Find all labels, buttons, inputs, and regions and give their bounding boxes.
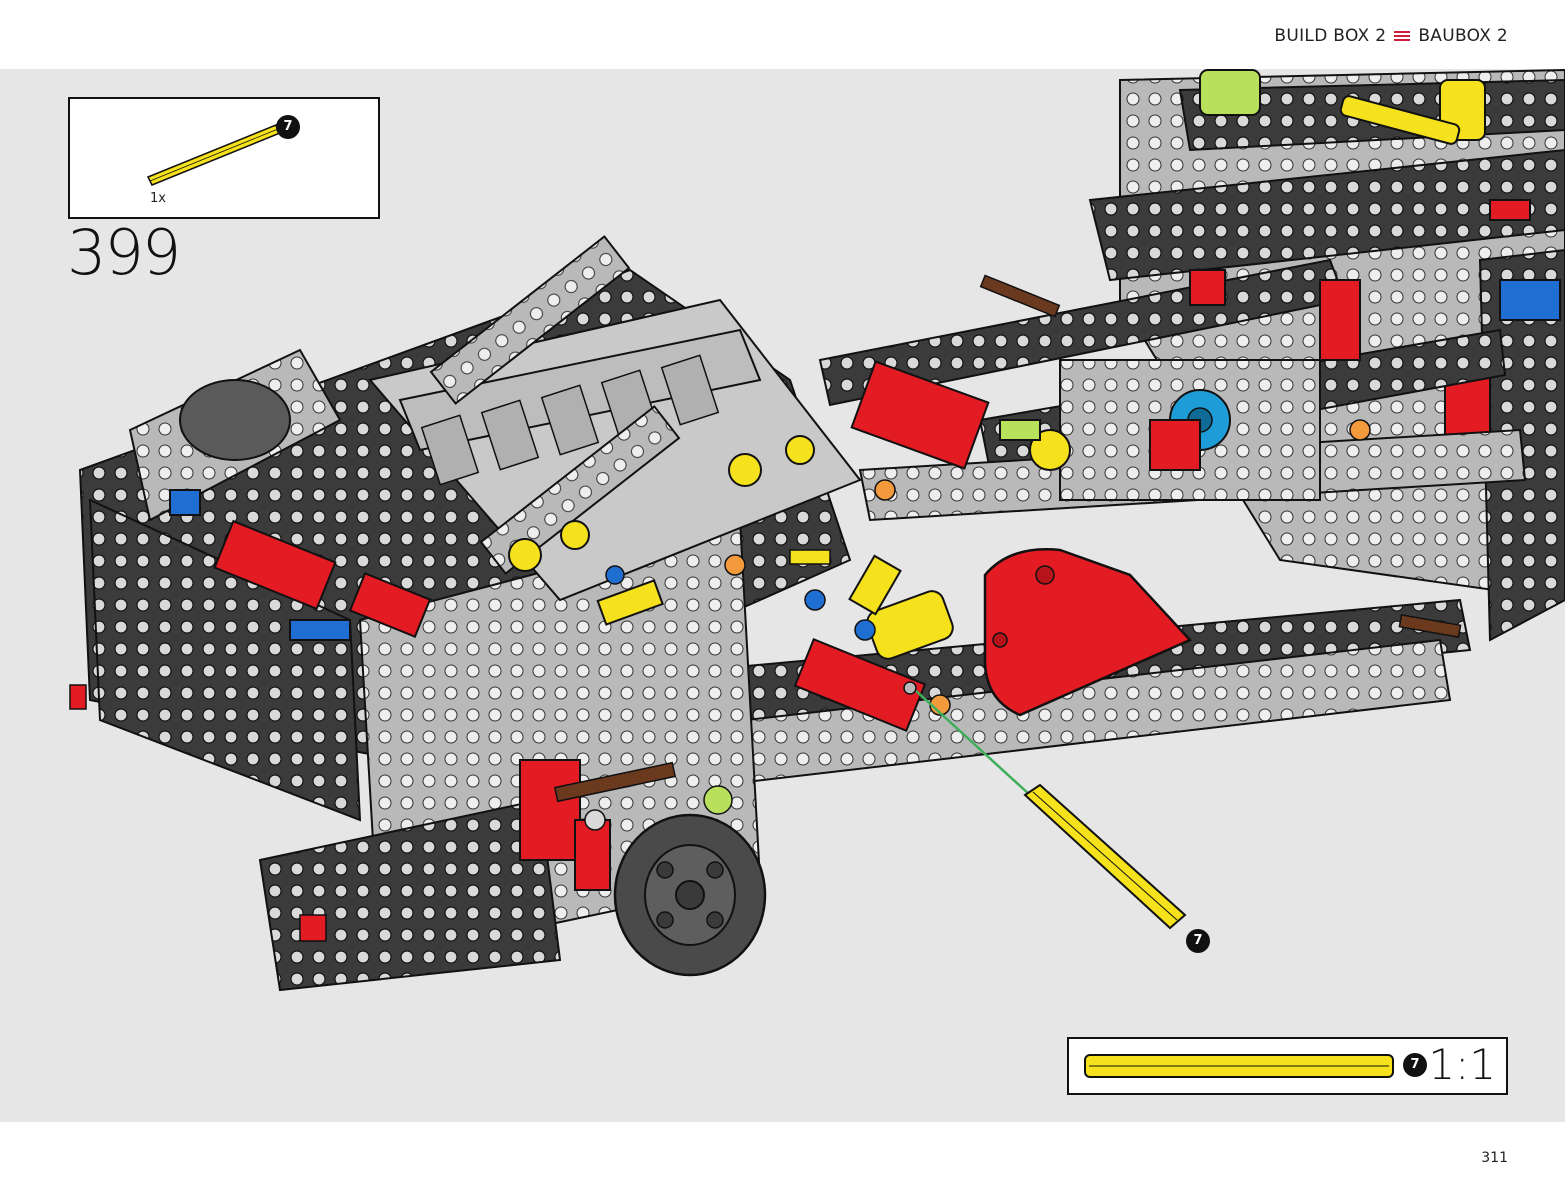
step-number: 399 [67, 216, 181, 289]
axle-part-icon [146, 124, 282, 186]
part-id-badge: 7 [276, 115, 300, 139]
page-footer: 311 [0, 1122, 1565, 1191]
axle-scale-icon [1084, 1054, 1394, 1078]
triple-line-icon [1394, 30, 1411, 42]
new-axle-part [1023, 783, 1187, 930]
steering-linkage [596, 479, 954, 732]
guide-line [914, 689, 1031, 796]
build-box-label: BUILD BOX 2 BAUBOX 2 [1274, 26, 1508, 46]
page-number: 311 [1481, 1150, 1508, 1166]
part-quantity: 1x [150, 191, 166, 206]
instruction-stage [0, 69, 1565, 1122]
build-box-de: BAUBOX 2 [1418, 26, 1508, 46]
wheel-hub [519, 759, 767, 977]
step-part-badge: 7 [1186, 929, 1210, 953]
scale-reference: 7 1:1 [1067, 1037, 1508, 1095]
build-box-en: BUILD BOX 2 [1274, 26, 1387, 46]
engine-block [368, 235, 862, 602]
chassis-illustration [69, 69, 1565, 992]
red-wedge-panel [983, 548, 1193, 717]
parts-callout: 7 1x [68, 97, 380, 219]
gear-assembly [999, 359, 1371, 501]
front-red-parts [69, 489, 432, 942]
page-header: BUILD BOX 2 BAUBOX 2 [0, 0, 1565, 69]
scale-ratio: 1:1 [1428, 1040, 1496, 1089]
scale-part-badge: 7 [1403, 1053, 1427, 1077]
